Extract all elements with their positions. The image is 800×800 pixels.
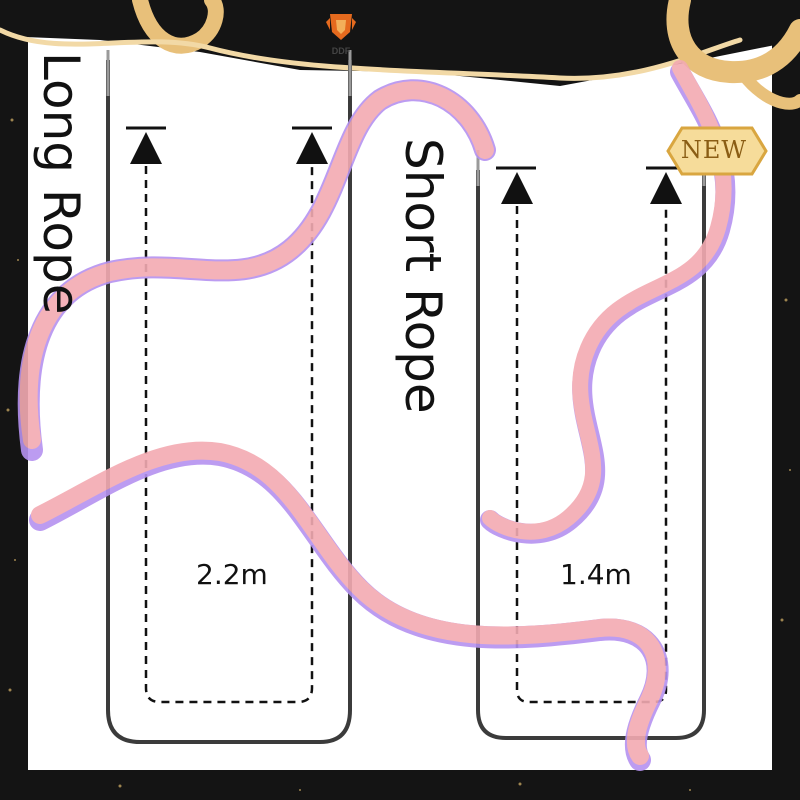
gold-ribbons [0, 0, 800, 110]
short-rope-length: 1.4m [560, 558, 632, 591]
long-rope-length: 2.2m [196, 558, 268, 591]
new-badge-icon [666, 126, 768, 176]
new-badge-label: NEW [680, 136, 748, 164]
short-rope-measure [496, 166, 686, 704]
short-rope-label: Short Rope [394, 138, 452, 414]
long-rope-measure [126, 126, 332, 704]
pink-ribbons [17, 60, 736, 771]
long-rope-label: Long Rope [32, 52, 90, 315]
brand-name: DDF [331, 46, 351, 56]
brand-logo-icon [326, 14, 356, 40]
gold-flecks [6, 118, 791, 791]
long-rope [106, 50, 352, 744]
